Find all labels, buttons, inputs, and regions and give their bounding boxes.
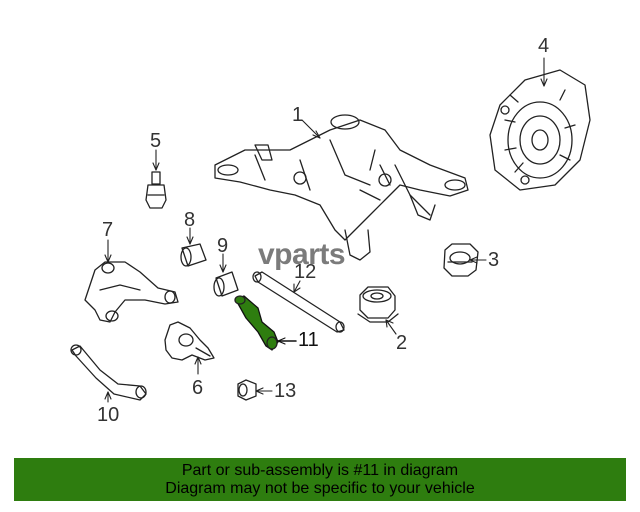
part-4-wheel-hub-assembly (489, 69, 591, 191)
callout-6: 6 (192, 377, 204, 399)
banner-line-1: Part or sub-assembly is #11 in diagram (181, 462, 459, 479)
callout-9: 9 (217, 235, 229, 257)
callout-5: 5 (150, 130, 162, 152)
leader-lines (104, 57, 548, 403)
part-5-bolt (145, 171, 167, 209)
callout-8: 8 (184, 209, 196, 231)
part-7-control-arm (84, 261, 179, 323)
callout-13: 13 (274, 380, 297, 402)
part-2-bushing (357, 286, 399, 323)
callout-4: 4 (538, 35, 550, 57)
callout-12: 12 (294, 261, 317, 283)
part-9-bushing (213, 271, 239, 297)
callout-2: 2 (396, 332, 408, 354)
callout-3: 3 (488, 249, 500, 271)
callout-10: 10 (97, 404, 120, 426)
vparts-watermark: vparts (258, 238, 346, 271)
part-8-bushing (180, 243, 207, 267)
callout-11: 11 (298, 329, 319, 351)
part-3-mount-bushing (443, 243, 479, 277)
part-1-rear-subframe (214, 114, 469, 261)
part-6-bracket (164, 321, 215, 361)
part-11-control-arm-highlighted (234, 295, 279, 351)
part-12-lateral-link (252, 271, 345, 333)
part-13-small-bushing (237, 379, 257, 401)
part-10-link (70, 344, 147, 401)
callout-1: 1 (292, 104, 304, 126)
callout-7: 7 (102, 219, 114, 241)
banner-line-2: Diagram may not be specific to your vehi… (165, 480, 475, 497)
info-banner: Part or sub-assembly is #11 in diagram D… (14, 458, 626, 501)
